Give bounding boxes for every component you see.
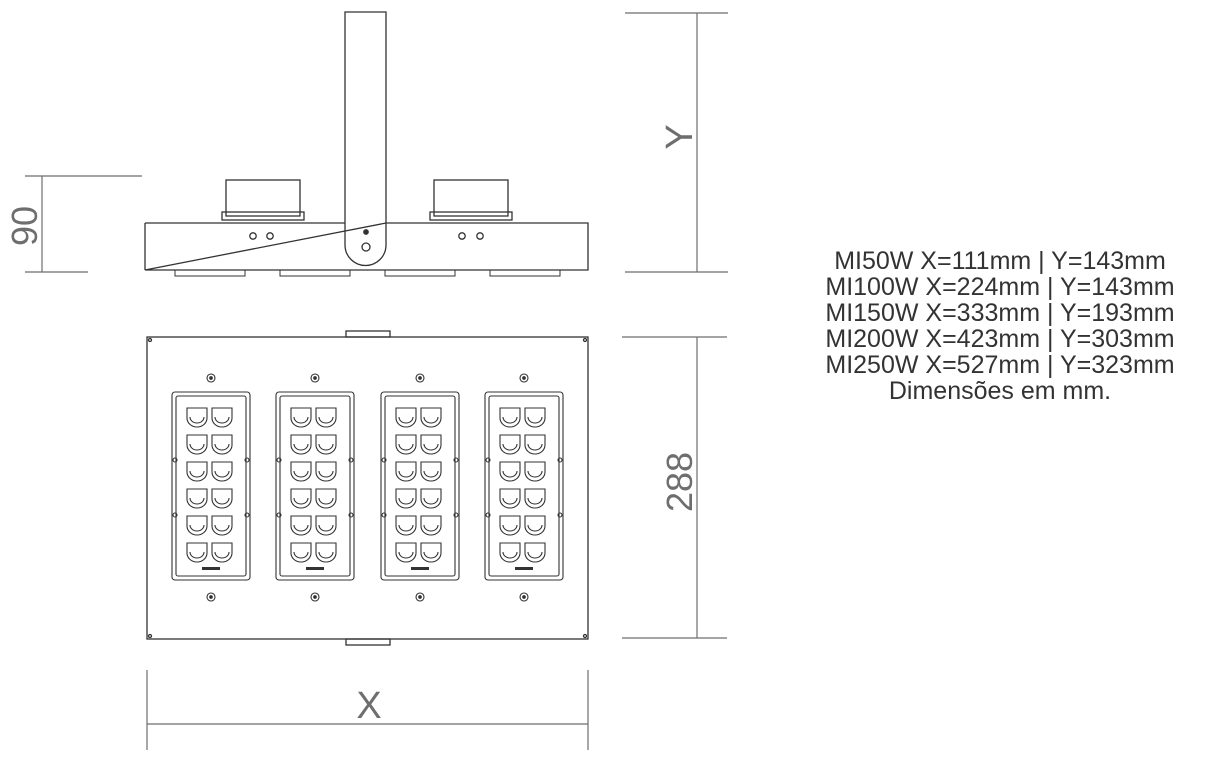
dimension-90-label: 90 xyxy=(4,206,45,246)
led-lens xyxy=(395,461,417,482)
led-lens xyxy=(420,515,442,536)
side-view xyxy=(144,11,589,277)
dimension-90 xyxy=(25,175,142,273)
mounting-arm xyxy=(344,11,387,267)
mounting-screw xyxy=(519,373,529,383)
dimension-288 xyxy=(622,336,727,639)
led-module xyxy=(275,391,355,581)
led-lens xyxy=(186,488,208,509)
units-note: Dimensões em mm. xyxy=(888,377,1112,405)
led-modules xyxy=(171,373,564,602)
led-lens xyxy=(186,461,208,482)
spec-line-mi100w: MI100W X=224mm | Y=143mm xyxy=(825,273,1175,301)
led-lens xyxy=(186,407,208,428)
mounting-screw xyxy=(415,373,425,383)
led-lens xyxy=(499,461,521,482)
driver-box-left xyxy=(225,179,301,217)
led-lens xyxy=(186,542,208,563)
dimension-y-label: Y xyxy=(659,124,701,149)
led-lens xyxy=(290,434,312,455)
led-lens xyxy=(499,542,521,563)
spec-line-mi50w: MI50W X=111mm | Y=143mm xyxy=(834,247,1166,275)
led-lens xyxy=(395,434,417,455)
led-lens xyxy=(211,407,233,428)
driver-box-right xyxy=(433,179,509,217)
led-lens xyxy=(524,434,546,455)
model-dimensions-list: MI50W X=111mm | Y=143mm MI100W X=224mm |… xyxy=(790,248,1210,404)
dimension-x xyxy=(146,670,589,750)
mounting-screw xyxy=(519,592,529,602)
led-lens xyxy=(420,434,442,455)
mounting-screw xyxy=(415,592,425,602)
led-lens xyxy=(315,407,337,428)
led-lens xyxy=(315,515,337,536)
spec-line-mi250w: MI250W X=527mm | Y=323mm xyxy=(825,351,1175,379)
dimension-288-label: 288 xyxy=(659,452,700,512)
led-lens xyxy=(211,488,233,509)
led-lens xyxy=(211,461,233,482)
led-lens xyxy=(395,515,417,536)
led-lens xyxy=(524,542,546,563)
led-lens xyxy=(290,407,312,428)
led-lens xyxy=(186,434,208,455)
led-lens xyxy=(420,407,442,428)
led-lens xyxy=(290,488,312,509)
mounting-screw xyxy=(206,592,216,602)
led-lens xyxy=(211,515,233,536)
led-lens xyxy=(499,407,521,428)
led-lens xyxy=(395,488,417,509)
led-lens xyxy=(395,542,417,563)
led-lens xyxy=(499,488,521,509)
led-lens xyxy=(290,515,312,536)
led-lens xyxy=(211,434,233,455)
led-lens xyxy=(524,461,546,482)
led-lens xyxy=(315,488,337,509)
dimension-y xyxy=(625,12,728,273)
spec-line-mi200w: MI200W X=423mm | Y=303mm xyxy=(825,325,1175,353)
led-lens xyxy=(315,434,337,455)
led-lens xyxy=(315,542,337,563)
led-lens xyxy=(499,515,521,536)
led-lens xyxy=(524,407,546,428)
led-lens xyxy=(524,515,546,536)
led-module xyxy=(380,391,460,581)
top-view xyxy=(146,330,589,646)
spec-line-mi150w: MI150W X=333mm | Y=193mm xyxy=(825,299,1175,327)
led-lens xyxy=(499,434,521,455)
housing-body xyxy=(144,222,589,271)
led-lens xyxy=(186,515,208,536)
mounting-screw xyxy=(310,592,320,602)
led-lens xyxy=(395,407,417,428)
led-lens xyxy=(420,461,442,482)
led-lens xyxy=(315,461,337,482)
mounting-screw xyxy=(206,373,216,383)
led-lens xyxy=(524,488,546,509)
led-lens xyxy=(211,542,233,563)
led-lens xyxy=(420,542,442,563)
led-lens xyxy=(290,542,312,563)
dimension-x-label: X xyxy=(356,685,381,727)
led-module xyxy=(484,391,564,581)
led-lens xyxy=(290,461,312,482)
mounting-screw xyxy=(310,373,320,383)
led-lens xyxy=(420,488,442,509)
led-module xyxy=(171,391,251,581)
